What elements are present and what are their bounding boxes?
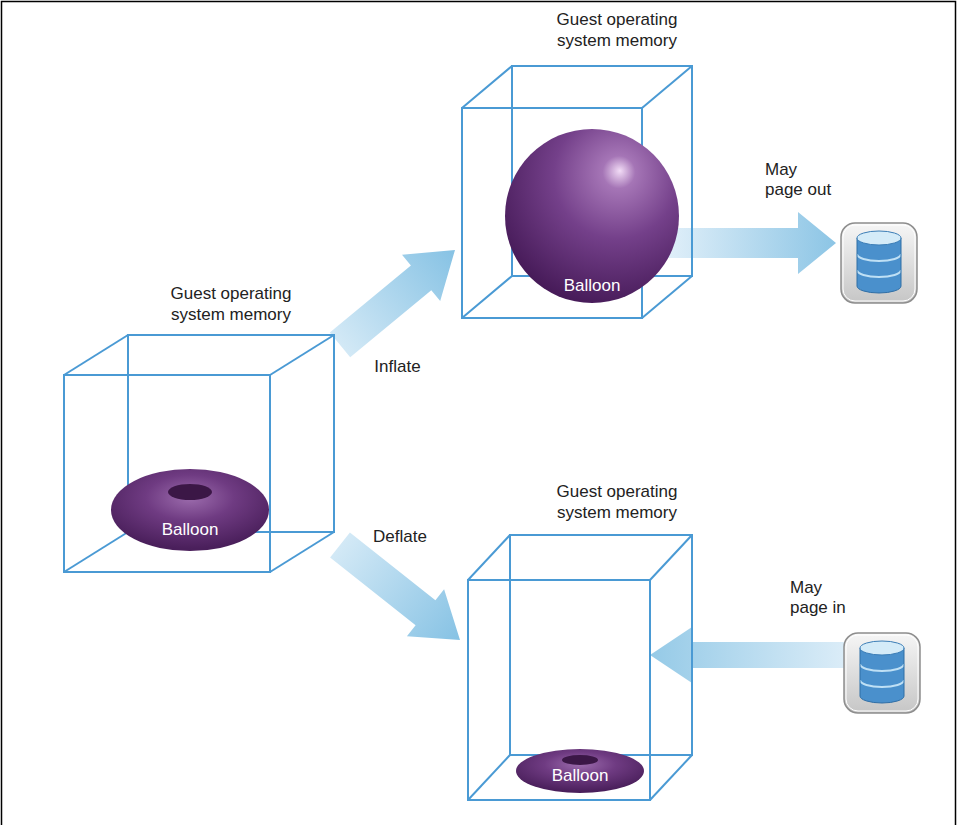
cube-edge: [64, 375, 270, 572]
balloon: Balloon: [110, 468, 270, 552]
torus-hole: [562, 755, 598, 765]
cube-edge: [64, 335, 128, 375]
memory-heading: Guest operating system memory: [532, 10, 702, 51]
disk-icon: [841, 223, 917, 303]
torus-hole: [168, 484, 212, 500]
cube-edge: [650, 755, 692, 800]
disk-icon: [844, 633, 920, 713]
balloon-shape: [110, 468, 270, 552]
memory-heading: Guest operating system memory: [532, 482, 702, 523]
cube-edge: [64, 532, 128, 572]
cube-edge: [468, 535, 510, 580]
balloon: Balloon: [504, 128, 680, 304]
page-out-arrow: [660, 212, 836, 274]
cube-edge: [510, 535, 692, 755]
arrow-label: Deflate: [370, 527, 430, 547]
transition-arrow: [330, 250, 455, 357]
cube-edge: [642, 66, 692, 108]
memory-cube: Guest operating system memoryBalloon: [58, 278, 340, 578]
cube-edge: [462, 66, 512, 108]
memory-cube: Guest operating system memoryBalloon: [455, 5, 703, 323]
paging-note: May page in: [790, 578, 860, 619]
balloon-label: Balloon: [504, 276, 680, 296]
balloon-torus: [516, 749, 644, 793]
cube-edge: [468, 580, 650, 800]
arrow-label: Inflate: [371, 357, 423, 377]
memory-cube: Guest operating system memoryBalloon: [460, 478, 700, 804]
cube-edge: [650, 535, 692, 580]
balloon-label: Balloon: [110, 520, 270, 540]
balloon-sphere: [505, 129, 679, 303]
memory-heading: Guest operating system memory: [146, 284, 316, 325]
balloon-torus: [111, 469, 269, 551]
cube-edge: [270, 335, 334, 375]
cube-edge: [642, 276, 692, 318]
balloon: Balloon: [515, 748, 645, 794]
page-in-arrow: [650, 627, 848, 683]
cube-edge: [462, 276, 512, 318]
paging-note: May page out: [765, 160, 835, 201]
transition-arrow: [330, 533, 460, 641]
balloon-label: Balloon: [515, 766, 645, 786]
cube-edge: [468, 755, 510, 800]
cube-edge: [270, 532, 334, 572]
